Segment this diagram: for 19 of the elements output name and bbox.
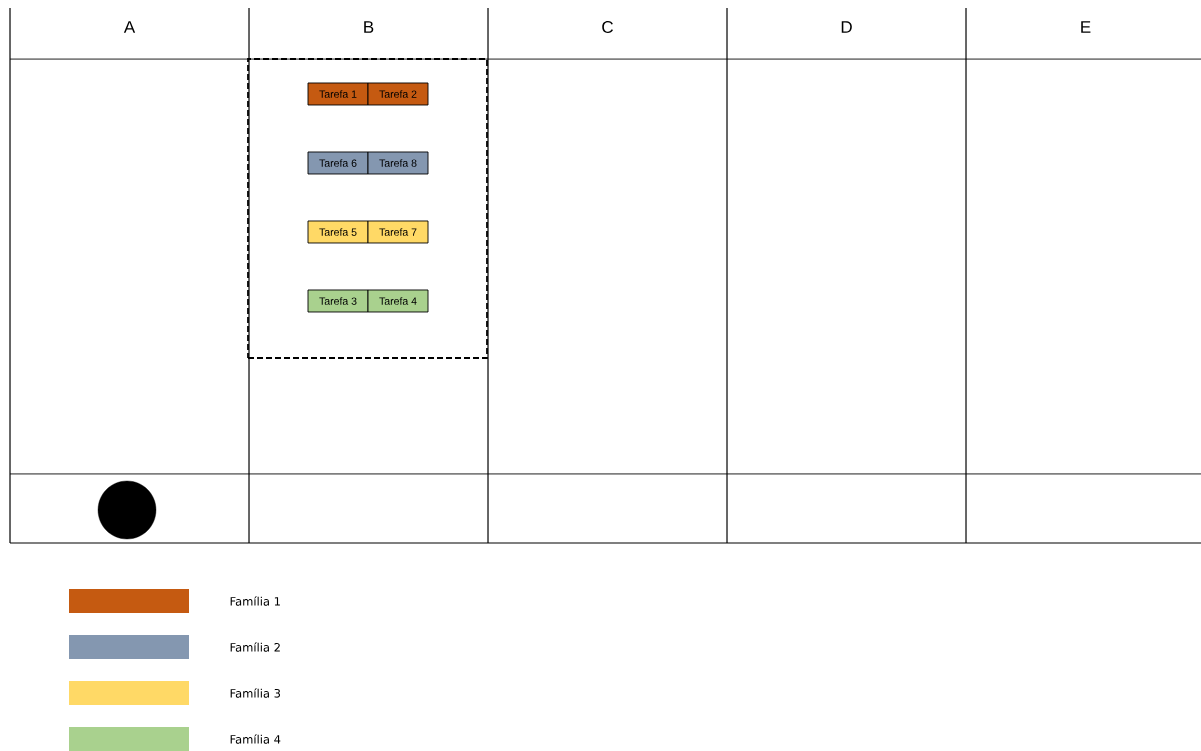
task-box: Tarefa 1	[307, 82, 369, 106]
task-box: Tarefa 3	[307, 289, 369, 313]
task-box: Tarefa 7	[367, 220, 429, 244]
column-header: A	[123, 21, 136, 33]
task-box: Tarefa 4	[367, 289, 429, 313]
legend-label: Família 2	[230, 642, 280, 652]
column-header: B	[364, 21, 374, 33]
task-box: Tarefa 2	[367, 82, 429, 106]
column-header: C	[602, 21, 613, 33]
task-box: Tarefa 6	[307, 151, 369, 175]
legend-label: Família 3	[230, 688, 281, 698]
legend-label: Família 1	[230, 596, 280, 606]
column-header: E	[1081, 21, 1091, 33]
task-box: Tarefa 5	[307, 220, 369, 244]
legend-label: Família 4	[230, 734, 281, 744]
column-header: D	[841, 21, 852, 33]
filled-circle	[97, 480, 157, 540]
dashed-box	[247, 58, 488, 359]
task-box: Tarefa 8	[367, 151, 429, 175]
